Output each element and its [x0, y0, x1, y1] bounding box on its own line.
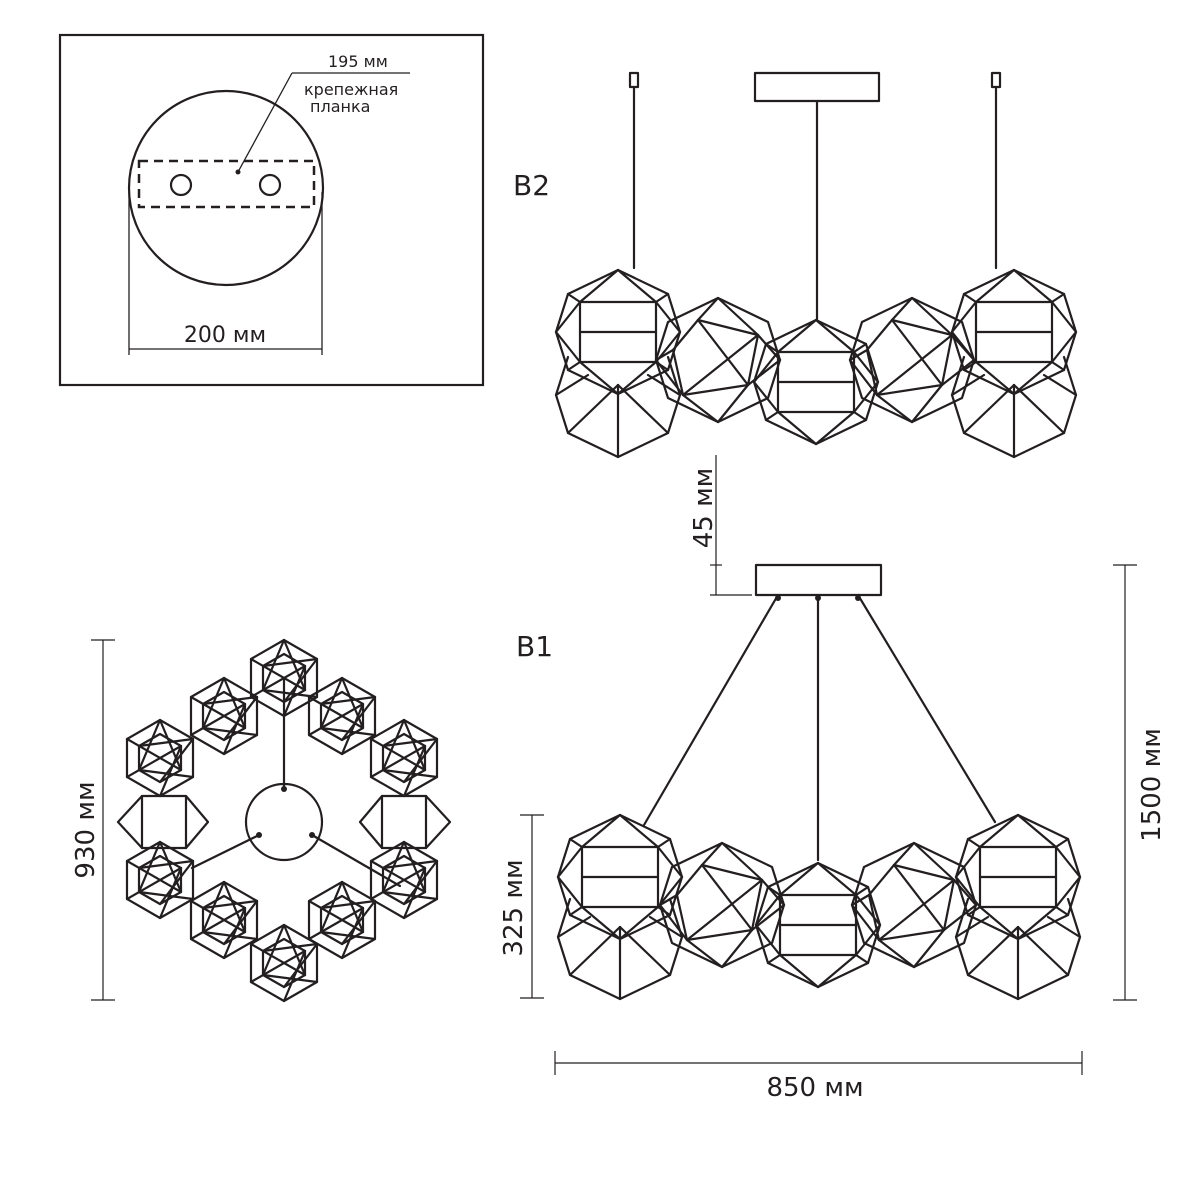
top-view-anchor-right — [309, 832, 315, 838]
b1-shade-right-mid — [850, 841, 978, 969]
mounting-bracket — [137, 159, 316, 209]
bracket-hole-right — [258, 173, 282, 197]
top-view-anchor-left — [256, 832, 262, 838]
variant-b2-label: B2 — [513, 169, 550, 202]
bracket-hole-left — [169, 173, 193, 197]
bracket-width-label: 195 мм — [328, 52, 388, 71]
b1-canopy — [754, 563, 883, 597]
canopy-diameter-label: 200 мм — [184, 323, 266, 348]
canopy-circle — [127, 89, 325, 287]
mount-detail: 195 мм крепежная планка 200 мм — [58, 33, 485, 387]
b1-right-cable — [856, 593, 997, 824]
b1-cable-anchor-center — [815, 595, 821, 601]
top-view-side-shade-left — [116, 794, 210, 850]
b2-canopy — [753, 71, 881, 103]
top-view-canopy — [244, 782, 324, 862]
b1-cable-anchor-right — [855, 595, 861, 601]
body-height-dimension: 325 мм — [499, 814, 544, 999]
b1-shade-right-lower — [954, 897, 1082, 1001]
variant-b2-view: B2 — [513, 71, 1078, 459]
top-view-diameter-dimension: 930 мм — [71, 639, 115, 1001]
b1-shade-left — [556, 813, 684, 941]
bracket-leader-line — [237, 72, 293, 173]
top-view-anchor-up — [281, 786, 287, 792]
b1-shade-center — [754, 861, 882, 989]
width-dimension: 850 мм — [554, 1051, 1083, 1103]
bracket-name-line2: планка — [310, 97, 370, 116]
top-view-shades — [125, 638, 439, 1003]
b2-right-hook — [990, 71, 1002, 89]
b2-shade-right — [950, 268, 1078, 396]
b1-cable-anchor-left — [775, 595, 781, 601]
variant-b1-view: B1 — [516, 563, 1082, 1001]
body-height-label: 325 мм — [499, 859, 529, 956]
top-view-arm-left — [190, 833, 261, 870]
variant-b1-label: B1 — [516, 630, 553, 663]
total-height-label: 1500 мм — [1137, 728, 1167, 842]
b1-shade-right — [954, 813, 1082, 941]
top-view-arm-right — [310, 833, 402, 888]
b1-left-cable — [642, 593, 780, 827]
bracket-name-line1: крепежная — [304, 80, 398, 99]
mount-detail-frame — [58, 33, 485, 387]
top-view — [116, 638, 452, 1003]
b2-left-hook — [628, 71, 640, 89]
total-height-dimension: 1500 мм — [1113, 564, 1167, 1001]
width-label: 850 мм — [766, 1073, 863, 1103]
top-view-diameter-label: 930 мм — [71, 781, 101, 878]
gap-dimension-label: 45 мм — [689, 468, 719, 549]
top-view-side-shade-right — [358, 794, 452, 850]
gap-dimension: 45 мм — [689, 455, 752, 596]
